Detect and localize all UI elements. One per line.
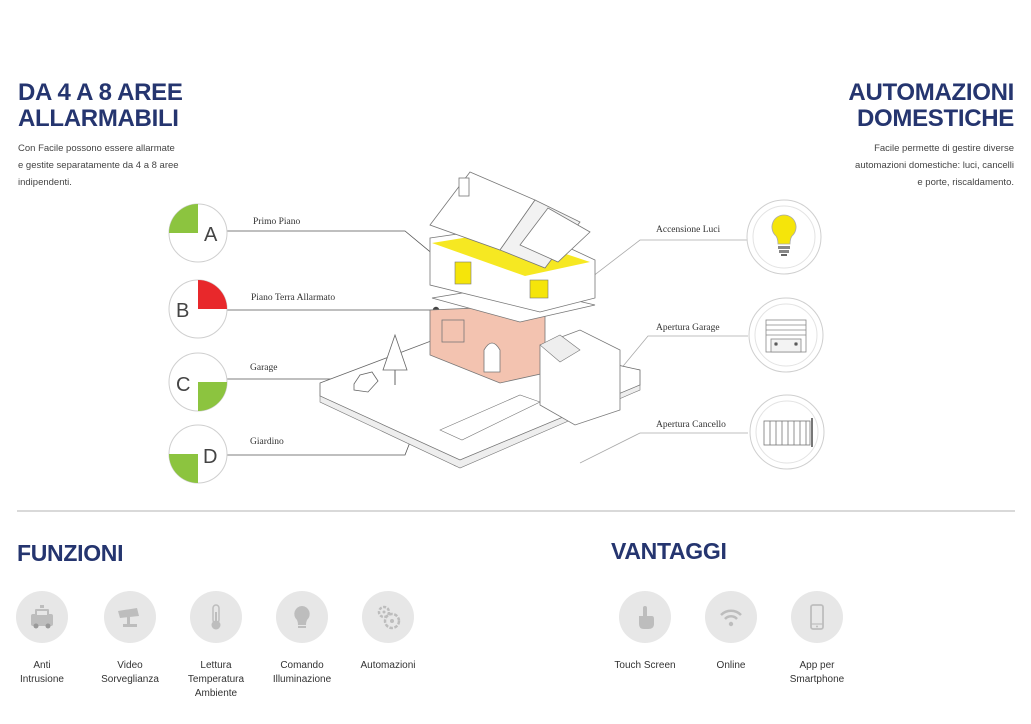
automations-heading-line2: DOMESTICHE (856, 105, 1014, 132)
area-b-indicator[interactable]: B (168, 279, 228, 339)
areas-desc-line1: Con Facile possono essere allarmate (18, 143, 175, 154)
area-d-indicator[interactable]: D (168, 424, 228, 484)
feature-lettura-temperatura[interactable]: Lettura Temperatura Ambiente (171, 591, 261, 701)
thermometer-icon (211, 604, 221, 630)
automations-desc-line2: automazioni domestiche: luci, cancelli (855, 160, 1014, 171)
automations-heading-line1: AUTOMAZIONI (848, 79, 1014, 106)
feature-automazioni[interactable]: Automazioni (343, 591, 433, 673)
area-a-indicator[interactable]: A (168, 203, 228, 263)
garage-automation-label: Apertura Garage (656, 323, 720, 333)
areas-heading-line1: DA 4 A 8 AREE (18, 79, 183, 106)
feature-anti-intrusione[interactable]: Anti Intrusione (0, 591, 87, 687)
funzioni-title: FUNZIONI (17, 540, 124, 566)
areas-description: Con Facile possono essere allarmate e ge… (18, 140, 218, 191)
advantage-touch-screen-label: Touch Screen (614, 660, 676, 671)
area-a-label: Primo Piano (253, 217, 301, 227)
gate-automation-button[interactable] (749, 394, 825, 470)
vantaggi-title: VANTAGGI (611, 538, 727, 564)
light-automation-button[interactable] (746, 199, 822, 275)
area-c-indicator[interactable]: C (168, 352, 228, 412)
feature-video-sorveglianza-label: Video Sorveglianza (101, 660, 159, 685)
feature-anti-intrusione-label: Anti Intrusione (20, 660, 64, 685)
area-c-label: Garage (250, 363, 278, 373)
gate-icon (763, 418, 813, 447)
light-bulb-icon (294, 606, 310, 628)
area-c-letter: C (176, 374, 190, 396)
advantage-app-smartphone-label: App per Smartphone (789, 660, 845, 685)
wifi-icon (720, 609, 742, 627)
area-d-label: Giardino (250, 437, 284, 447)
gate-automation-label: Apertura Cancello (656, 420, 726, 430)
garage-door-icon (765, 319, 807, 353)
light-automation-label: Accensione Luci (656, 225, 721, 235)
cctv-camera-icon (118, 608, 139, 627)
house-illustration (319, 171, 641, 469)
smartphone-icon (810, 604, 824, 630)
feature-automazioni-label: Automazioni (360, 660, 416, 671)
area-b-letter: B (176, 300, 189, 322)
area-a-letter: A (204, 224, 218, 246)
areas-heading: DA 4 A 8 AREE ALLARMABILI (18, 80, 183, 132)
feature-lettura-temperatura-label: Lettura Temperatura Ambiente (187, 660, 245, 699)
automations-description: Facile permette di gestire diverse autom… (804, 140, 1014, 191)
advantage-online-label: Online (716, 660, 746, 671)
areas-heading-line2: ALLARMABILI (18, 105, 179, 132)
feature-comando-illuminazione-label: Comando Illuminazione (272, 660, 332, 685)
touch-hand-icon (639, 606, 654, 629)
feature-video-sorveglianza[interactable]: Video Sorveglianza (85, 591, 175, 687)
area-b-label: Piano Terra Allarmato (251, 293, 336, 303)
area-d-letter: D (203, 446, 217, 468)
garage-automation-button[interactable] (748, 297, 824, 373)
advantage-app-smartphone[interactable]: App per Smartphone (772, 591, 862, 687)
section-divider (17, 510, 1015, 512)
automations-desc-line3: e porte, riscaldamento. (917, 177, 1014, 188)
advantage-touch-screen[interactable]: Touch Screen (600, 591, 690, 673)
areas-desc-line3: indipendenti. (18, 177, 72, 188)
automations-desc-line1: Facile permette di gestire diverse (874, 143, 1014, 154)
areas-desc-line2: e gestite separatamente da 4 a 8 aree (18, 160, 179, 171)
light-bulb-icon (771, 214, 797, 256)
feature-comando-illuminazione[interactable]: Comando Illuminazione (257, 591, 347, 687)
police-car-icon (31, 605, 53, 629)
advantage-online[interactable]: Online (686, 591, 776, 673)
automations-heading: AUTOMAZIONI DOMESTICHE (848, 80, 1014, 132)
house-diagram: A B C D (168, 171, 825, 484)
gears-icon (377, 605, 401, 630)
